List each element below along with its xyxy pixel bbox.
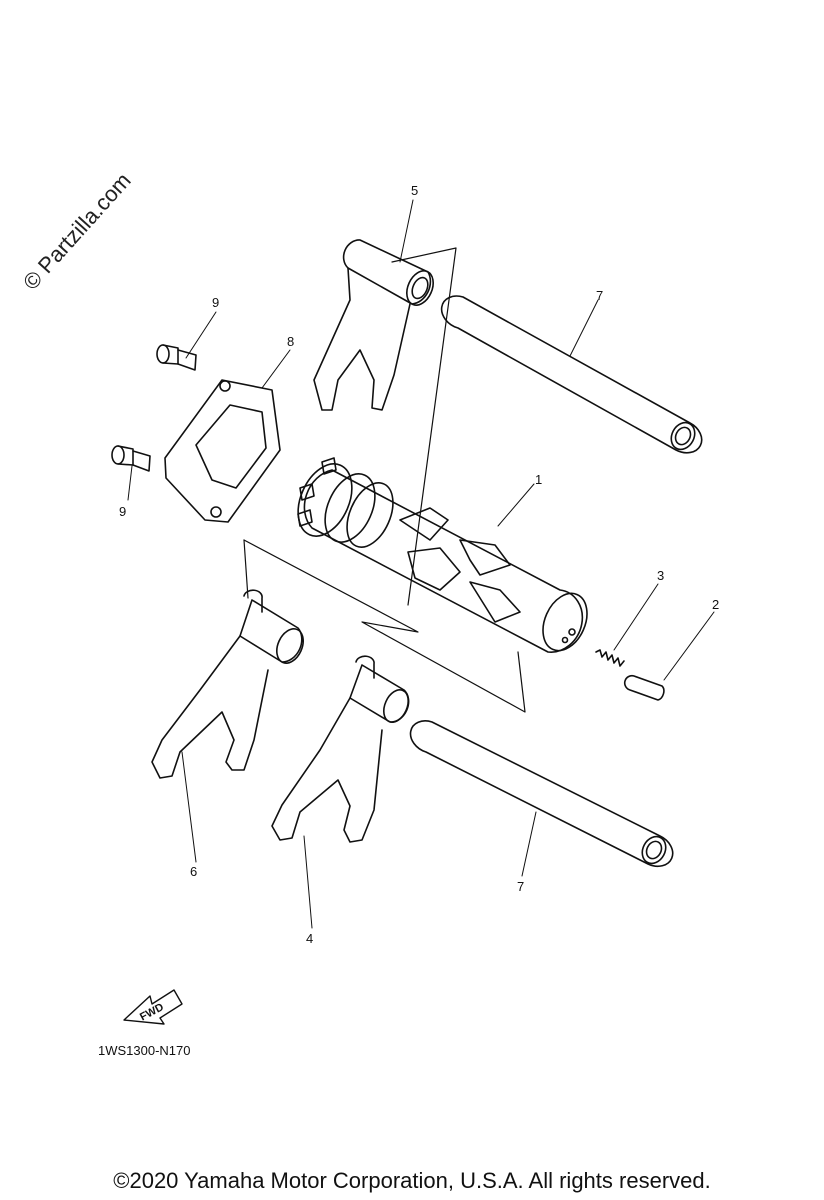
callout-5: 5 <box>411 183 419 198</box>
spring <box>595 649 625 667</box>
fwd-badge: FWD <box>123 989 183 1025</box>
shift-shaft-lower <box>409 720 674 868</box>
callout-6: 6 <box>190 864 198 879</box>
copyright-footer: ©2020 Yamaha Motor Corporation, U.S.A. A… <box>113 1168 711 1193</box>
screw-upper <box>156 344 197 371</box>
screw-lower <box>111 445 151 472</box>
callout-8: 8 <box>287 334 295 349</box>
shift-fork-center <box>271 655 410 843</box>
shift-shaft-upper <box>440 295 703 454</box>
callout-2: 2 <box>712 597 720 612</box>
callout-7-lower: 7 <box>517 879 525 894</box>
stopper-plate <box>164 379 281 523</box>
callout-9-lower: 9 <box>119 504 127 519</box>
assembly-guide-lines <box>243 247 526 713</box>
callout-1: 1 <box>535 472 543 487</box>
pin <box>623 674 665 701</box>
callout-3: 3 <box>657 568 665 583</box>
callout-7-upper: 7 <box>596 288 604 303</box>
shift-drum <box>297 457 588 653</box>
diagram-code: 1WS1300-N170 <box>98 1043 191 1058</box>
callout-9-upper: 9 <box>212 295 220 310</box>
shift-fork-upper <box>313 239 434 411</box>
leader-lines <box>127 199 715 929</box>
callout-4: 4 <box>306 931 314 946</box>
shift-fork-left <box>151 589 304 779</box>
